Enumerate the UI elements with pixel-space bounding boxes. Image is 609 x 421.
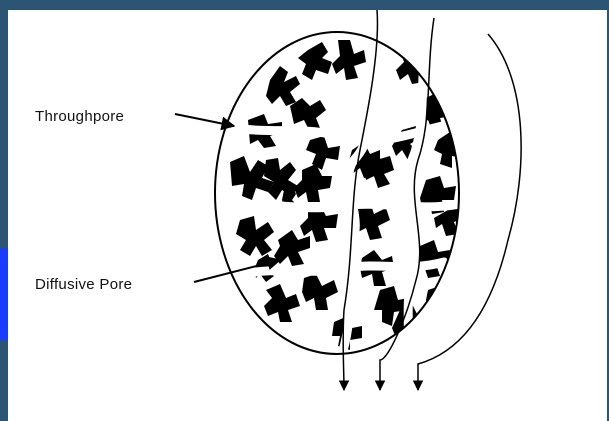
- diagram-panel: Throughpore Diffusive Pore: [8, 10, 607, 421]
- porous-particle-diagram: [8, 10, 607, 421]
- throughpore-leader-line: [175, 114, 234, 126]
- accent-tab: [0, 248, 8, 340]
